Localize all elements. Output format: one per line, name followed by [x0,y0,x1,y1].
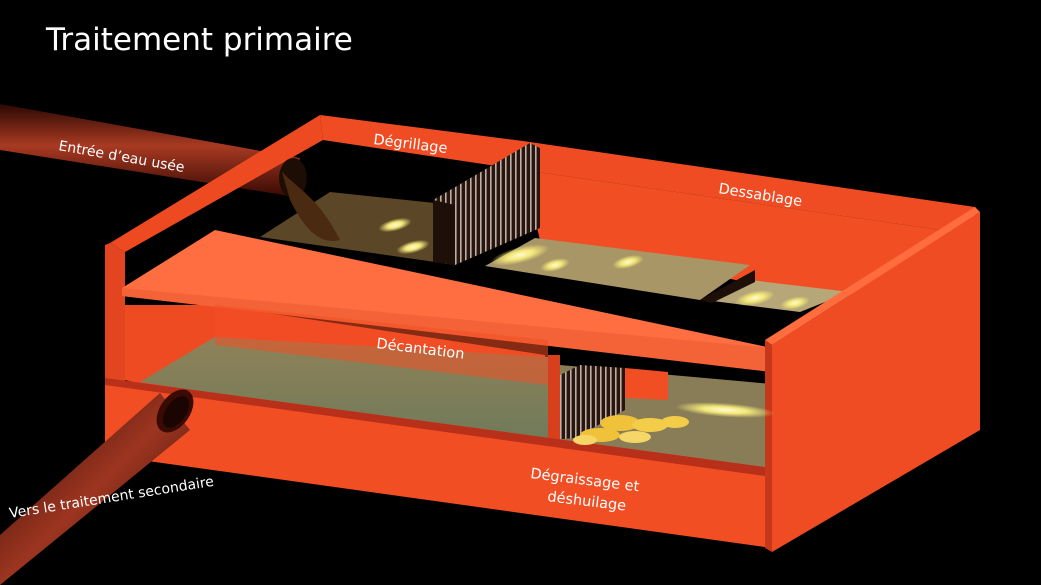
right-end-wall [772,212,980,552]
front-lower-wall [105,378,772,548]
grease-blobs [573,415,689,445]
front-lower-wall-edge [105,378,772,477]
inner-partition [548,355,560,445]
outlet-pipe [0,389,194,585]
partition-small [625,368,668,400]
page-title: Traitement primaire [46,22,353,58]
grit-channel-water [485,238,750,300]
back-wall-screening [320,115,523,170]
degreasing-screen [550,365,625,440]
inlet-pipe [0,104,300,196]
grit-chamber-inner [523,170,975,295]
back-wall-left [110,115,323,252]
back-wall-grit [523,141,975,235]
particles [378,217,810,418]
screening-bars [433,143,540,265]
right-end-wall-edge [765,207,980,345]
settling-front-band [215,305,548,385]
inlet-pipe-mouth [279,158,340,241]
right-corner-post [765,340,772,552]
